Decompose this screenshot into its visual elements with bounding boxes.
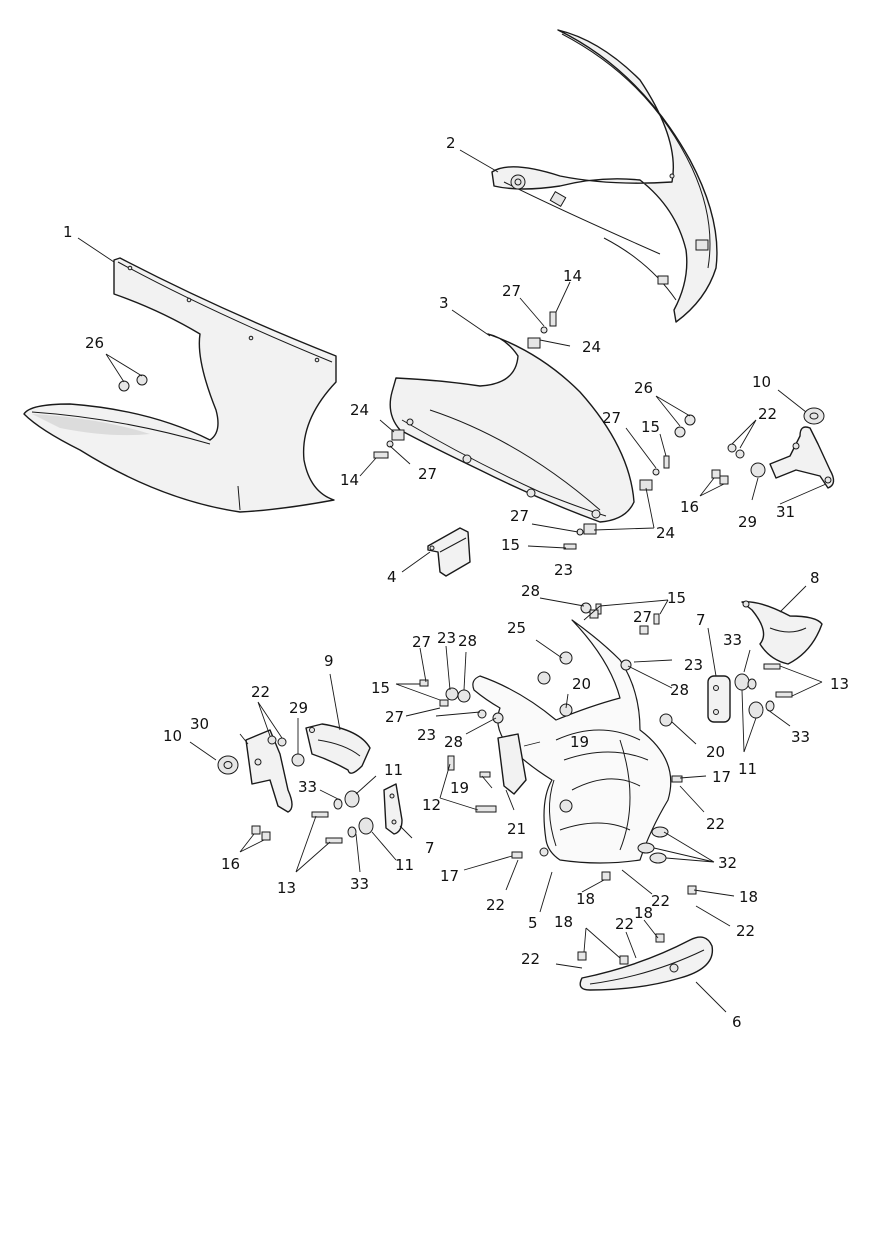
callout-27-e: 27 xyxy=(412,633,431,651)
side-bracket xyxy=(497,733,527,795)
fasteners xyxy=(251,311,793,965)
callout-20-a: 20 xyxy=(572,675,591,693)
callout-9: 9 xyxy=(324,652,334,670)
callout-15-c: 15 xyxy=(371,679,390,697)
callout-23-b: 23 xyxy=(684,656,703,674)
callout-18-c: 18 xyxy=(554,913,573,931)
callout-25: 25 xyxy=(507,619,526,637)
callout-27-b: 27 xyxy=(418,465,437,483)
callout-19-b: 19 xyxy=(570,733,589,751)
callout-15-b: 15 xyxy=(501,536,520,554)
callout-27-d: 27 xyxy=(510,507,529,525)
upper-fairing xyxy=(491,29,718,323)
callout-27-g: 27 xyxy=(633,608,652,626)
mounting-block-right xyxy=(707,675,731,723)
callout-22-h: 22 xyxy=(521,950,540,968)
callout-33-a: 33 xyxy=(723,631,742,649)
callout-18-b: 18 xyxy=(634,904,653,922)
callout-1: 1 xyxy=(63,223,73,241)
callout-27-f: 27 xyxy=(385,708,404,726)
callout-11-left-upper: 11 xyxy=(384,761,403,779)
callout-24-left: 24 xyxy=(350,401,369,419)
callout-22-e: 22 xyxy=(651,892,670,910)
rubber-mounts xyxy=(333,673,775,838)
fairing-subframe xyxy=(472,619,672,864)
callout-3: 3 xyxy=(439,294,449,312)
callout-21: 21 xyxy=(507,820,526,838)
callout-23-c: 23 xyxy=(437,629,456,647)
callout-24-top: 24 xyxy=(582,338,601,356)
callout-28-c: 28 xyxy=(458,632,477,650)
callout-15-a: 15 xyxy=(641,418,660,436)
callout-24-right: 24 xyxy=(656,524,675,542)
front-fairing-nose xyxy=(389,333,635,523)
callout-16-left: 16 xyxy=(221,855,240,873)
callout-17-left: 17 xyxy=(440,867,459,885)
callout-11-left-lower: 11 xyxy=(395,856,414,874)
callout-29-left: 29 xyxy=(289,699,308,717)
callout-33-b: 33 xyxy=(791,728,810,746)
leader-lines xyxy=(77,149,827,1013)
callout-15-d: 15 xyxy=(667,589,686,607)
callout-14-top: 14 xyxy=(563,267,582,285)
callout-22-a: 22 xyxy=(251,683,270,701)
lower-belly-pan xyxy=(579,936,714,991)
callout-2: 2 xyxy=(446,134,456,152)
callout-10-left: 10 xyxy=(163,727,182,745)
callout-16-right: 16 xyxy=(680,498,699,516)
callout-23-d: 23 xyxy=(417,726,436,744)
callout-28-a: 28 xyxy=(521,582,540,600)
callout-10-right: 10 xyxy=(752,373,771,391)
callout-26-left: 26 xyxy=(85,334,104,352)
callout-22-b: 22 xyxy=(758,405,777,423)
callout-18-a: 18 xyxy=(576,890,595,908)
callout-29-right: 29 xyxy=(738,513,757,531)
callout-7-left: 7 xyxy=(425,839,435,857)
callout-28-b: 28 xyxy=(670,681,689,699)
callout-26-right: 26 xyxy=(634,379,653,397)
inner-bracket-right xyxy=(741,600,823,665)
callout-12: 12 xyxy=(422,796,441,814)
callout-20-b: 20 xyxy=(706,743,725,761)
callout-28-d: 28 xyxy=(444,733,463,751)
callout-33-c: 33 xyxy=(298,778,317,796)
callout-14-left: 14 xyxy=(340,471,359,489)
callout-27-a: 27 xyxy=(502,282,521,300)
callout-18-d: 18 xyxy=(739,888,758,906)
side-fairing-panel xyxy=(23,257,337,513)
mount-plate-left xyxy=(245,729,293,813)
callout-22-f: 22 xyxy=(736,922,755,940)
callout-8: 8 xyxy=(810,569,820,587)
callout-30: 30 xyxy=(190,715,209,733)
callout-31: 31 xyxy=(776,503,795,521)
callout-13-left: 13 xyxy=(277,879,296,897)
small-bracket xyxy=(427,527,471,577)
inner-bracket-left xyxy=(305,723,371,774)
callout-23-a: 23 xyxy=(554,561,573,579)
callout-22-d: 22 xyxy=(486,896,505,914)
callout-19-a: 19 xyxy=(450,779,469,797)
callout-11-right: 11 xyxy=(738,760,757,778)
mount-plate-right xyxy=(769,426,835,489)
mounting-block-left xyxy=(383,783,403,835)
callout-7-right: 7 xyxy=(696,611,706,629)
washers-and-nuts xyxy=(118,326,766,864)
callout-5: 5 xyxy=(528,914,538,932)
callout-13-right: 13 xyxy=(830,675,849,693)
callout-22-g: 22 xyxy=(615,915,634,933)
callout-labels: 1 2 3 4 5 6 7 7 8 9 10 10 11 11 11 12 13… xyxy=(63,134,849,1031)
callout-17-right: 17 xyxy=(712,768,731,786)
callout-33-d: 33 xyxy=(350,875,369,893)
callout-27-c: 27 xyxy=(602,409,621,427)
parts-illustration xyxy=(23,29,835,991)
callout-22-c: 22 xyxy=(706,815,725,833)
callout-4: 4 xyxy=(387,568,397,586)
callout-32: 32 xyxy=(718,854,737,872)
callout-6: 6 xyxy=(732,1013,742,1031)
